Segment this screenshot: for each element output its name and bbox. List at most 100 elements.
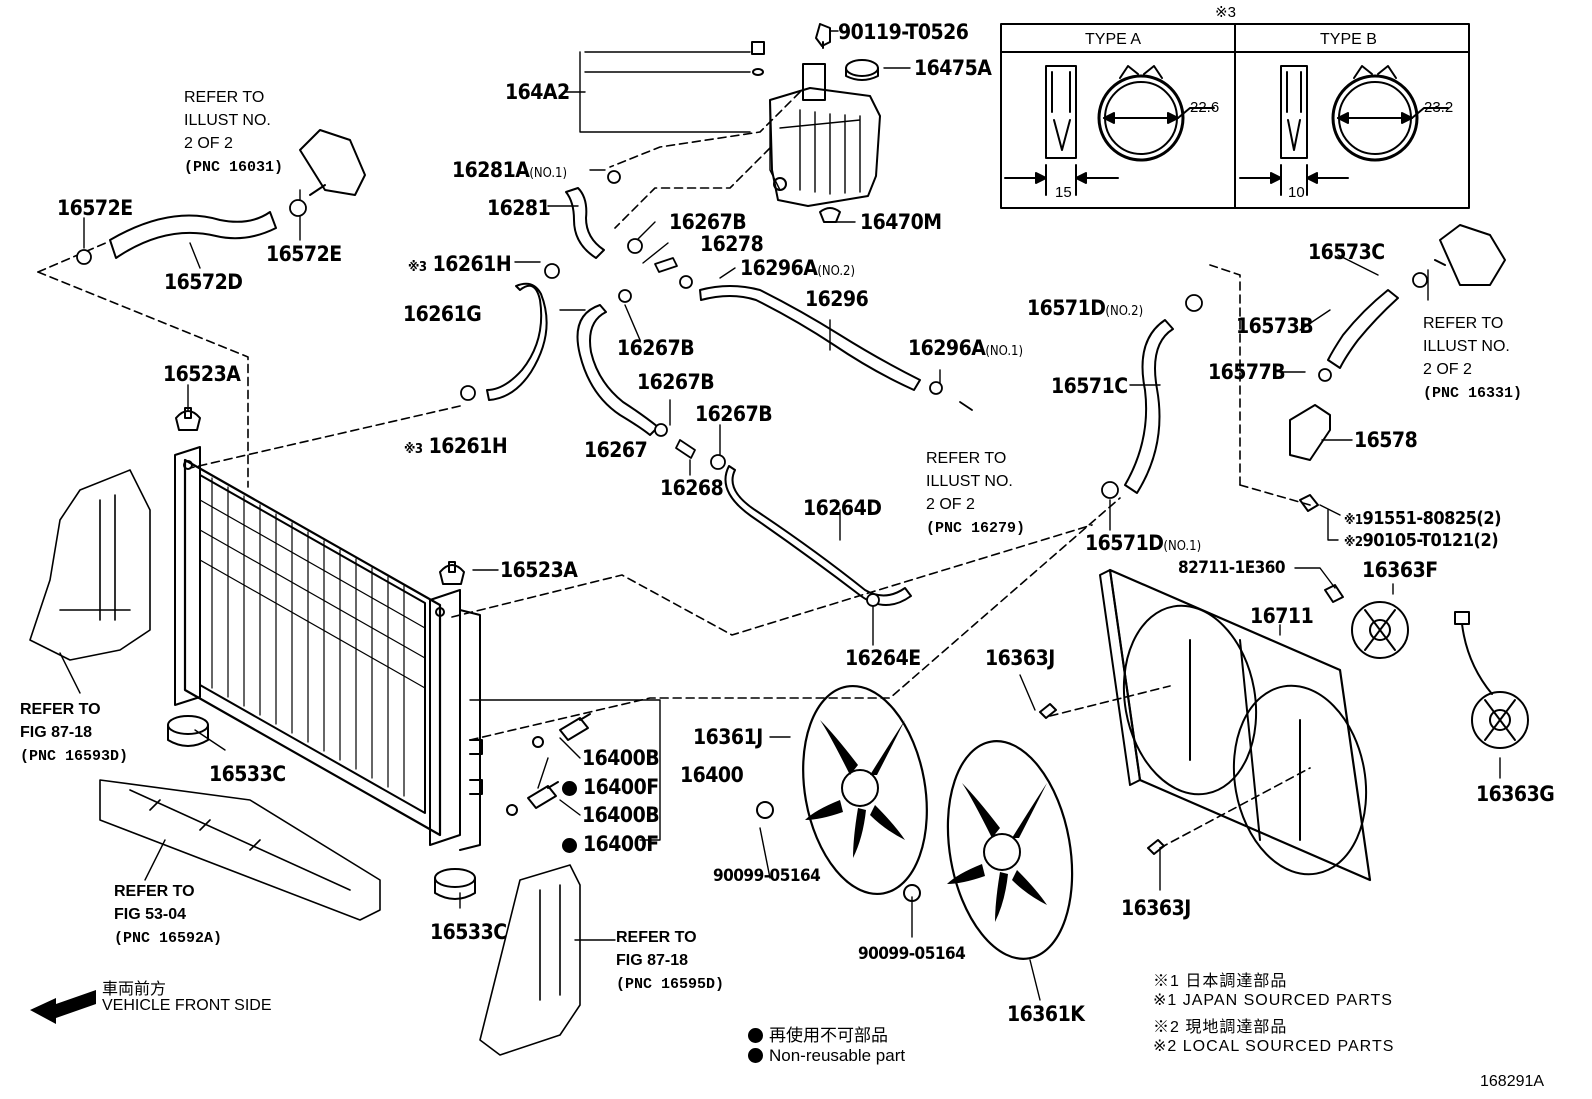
part-label[interactable]: 16267B	[637, 370, 715, 394]
radiator-drawing	[174, 446, 483, 851]
part-label[interactable]: 16278	[700, 232, 764, 256]
part-label[interactable]: 16475A	[914, 56, 992, 80]
part-label[interactable]: 16267	[584, 438, 648, 462]
cooling-fans-drawing	[756, 684, 1165, 960]
part-label[interactable]: 16363F	[1362, 558, 1438, 582]
radiator-side-seals	[29, 469, 581, 1056]
refer-note[interactable]: REFER TO FIG 53-04 (PNC 16592A)	[114, 883, 223, 947]
part-label[interactable]: 16711	[1250, 604, 1314, 628]
part-label[interactable]: 16261G	[403, 302, 482, 326]
part-label[interactable]: 16571D(NO.1)	[1085, 531, 1202, 555]
part-label[interactable]: 164A2	[505, 80, 570, 104]
part-label[interactable]: 16572E	[266, 242, 342, 266]
vehicle-front-label: VEHICLE FRONT SIDE	[102, 997, 272, 1014]
non-reusable-dot-icon	[562, 838, 577, 853]
hose-16296-drawing	[699, 285, 921, 391]
part-label[interactable]: 90099-05164	[713, 866, 821, 886]
part-label[interactable]: 16296A(NO.2)	[740, 256, 856, 280]
part-label[interactable]: 16264D	[803, 496, 882, 520]
hose-16571c-drawing	[1124, 319, 1174, 494]
part-label[interactable]: 16267B	[695, 402, 773, 426]
part-label[interactable]: 16577B	[1208, 360, 1286, 384]
part-label[interactable]: ※3 16261H	[408, 252, 512, 276]
solid-leaders	[59, 30, 1501, 1001]
part-label[interactable]: 16572D	[164, 270, 243, 294]
hose-16572d-drawing	[109, 211, 277, 259]
part-label[interactable]: 16578	[1354, 428, 1418, 452]
type-a-width: 15	[1055, 184, 1072, 201]
refer-note[interactable]: REFER TO ILLUST NO. 2 OF 2 (PNC 16331)	[1423, 315, 1523, 402]
non-reusable-legend-jp: 再使用不可部品	[748, 1021, 888, 1046]
hoses-drawing	[109, 129, 1506, 606]
part-label[interactable]: 16533C	[430, 920, 507, 944]
part-label[interactable]: 16523A	[163, 362, 241, 386]
part-label[interactable]: 16571D(NO.2)	[1027, 296, 1144, 320]
part-label[interactable]: 16470M	[860, 210, 942, 234]
part-label[interactable]: 16400B	[582, 803, 660, 827]
note-local-sourced-jp: ※2 現地調達部品	[1153, 1019, 1288, 1036]
drain-cocks	[506, 713, 591, 816]
hose-clamps	[76, 170, 1428, 607]
hose-16267-drawing	[576, 304, 659, 436]
part-label[interactable]: 16281	[487, 196, 551, 220]
vehicle-front-arrow-icon	[30, 990, 96, 1024]
reserve-tank-drawing	[751, 23, 881, 223]
part-label[interactable]: 16573C	[1308, 240, 1385, 264]
clamp-type-a-ring-icon	[1097, 74, 1185, 162]
part-label[interactable]: 16361J	[693, 725, 763, 749]
note-japan-sourced: ※1 JAPAN SOURCED PARTS	[1153, 992, 1393, 1009]
water-inlet-16331-drawing	[1434, 224, 1506, 286]
water-inlet-16578-drawing	[1289, 404, 1331, 461]
part-label[interactable]: 16264E	[845, 646, 921, 670]
water-outlet-16031-drawing	[299, 129, 366, 196]
plug-16470m-drawing	[819, 207, 841, 223]
part-label[interactable]: 16296A(NO.1)	[908, 336, 1024, 360]
non-reusable-dot-icon	[562, 781, 577, 796]
part-label[interactable]: 16267B	[669, 210, 747, 234]
reserve-tank-cap-drawing	[845, 59, 879, 77]
part-label[interactable]: 16571C	[1051, 374, 1128, 398]
part-label[interactable]: 16363J	[1121, 896, 1191, 920]
part-label[interactable]: 90099-05164	[858, 944, 966, 964]
part-label[interactable]: 16573B	[1236, 314, 1314, 338]
type-a-diameter: 22.6	[1190, 99, 1220, 116]
refer-note[interactable]: REFER TO ILLUST NO. 2 OF 2 (PNC 16031)	[184, 89, 284, 176]
part-label[interactable]: 16363G	[1476, 782, 1555, 806]
refer-note[interactable]: REFER TO FIG 87-18 (PNC 16595D)	[616, 929, 725, 993]
clamp-type-table	[1000, 23, 1470, 209]
part-label[interactable]: ※191551-80825(2)	[1344, 508, 1501, 529]
hose-16261g-drawing	[486, 282, 548, 401]
part-label[interactable]: 16281A(NO.1)	[452, 158, 568, 182]
part-label[interactable]: 16400F	[562, 777, 659, 798]
non-reusable-dot-icon	[748, 1048, 763, 1063]
diagram-id: 168291A	[1480, 1073, 1545, 1090]
part-label[interactable]: 82711-1E360	[1178, 558, 1286, 578]
part-label[interactable]: 16400B	[582, 746, 660, 770]
clamp-type-b-ring-icon	[1331, 74, 1419, 162]
part-label[interactable]: 16363J	[985, 646, 1055, 670]
refer-note[interactable]: REFER TO ILLUST NO. 2 OF 2 (PNC 16279)	[926, 450, 1026, 537]
clamp-type-b-side-icon	[1280, 65, 1308, 159]
part-label[interactable]: 90119-T0526	[838, 20, 969, 44]
type-table-mark: ※3	[1215, 4, 1236, 21]
part-label[interactable]: 16533C	[209, 762, 286, 786]
part-label[interactable]: ※290105-T0121(2)	[1344, 530, 1499, 551]
part-label[interactable]: 16296	[805, 287, 869, 311]
type-b-width: 10	[1288, 184, 1305, 201]
type-a-title: TYPE A	[1085, 31, 1142, 48]
part-label[interactable]: 16267B	[617, 336, 695, 360]
non-reusable-legend: Non-reusable part	[748, 1046, 905, 1066]
type-b-title: TYPE B	[1320, 31, 1377, 48]
part-label[interactable]: 16523A	[500, 558, 578, 582]
fan-motors-drawing	[1299, 494, 1529, 749]
part-label[interactable]: 16268	[660, 476, 724, 500]
part-label[interactable]: 16361K	[1007, 1002, 1085, 1026]
part-label[interactable]: 16400F	[562, 834, 659, 855]
part-label[interactable]: 16400	[680, 763, 744, 787]
part-label[interactable]: ※3 16261H	[404, 434, 508, 458]
hose-16281-drawing	[565, 187, 605, 259]
type-b-diameter: 23.2	[1424, 99, 1454, 116]
refer-note[interactable]: REFER TO FIG 87-18 (PNC 16593D)	[20, 701, 129, 765]
part-label[interactable]: 16572E	[57, 196, 133, 220]
